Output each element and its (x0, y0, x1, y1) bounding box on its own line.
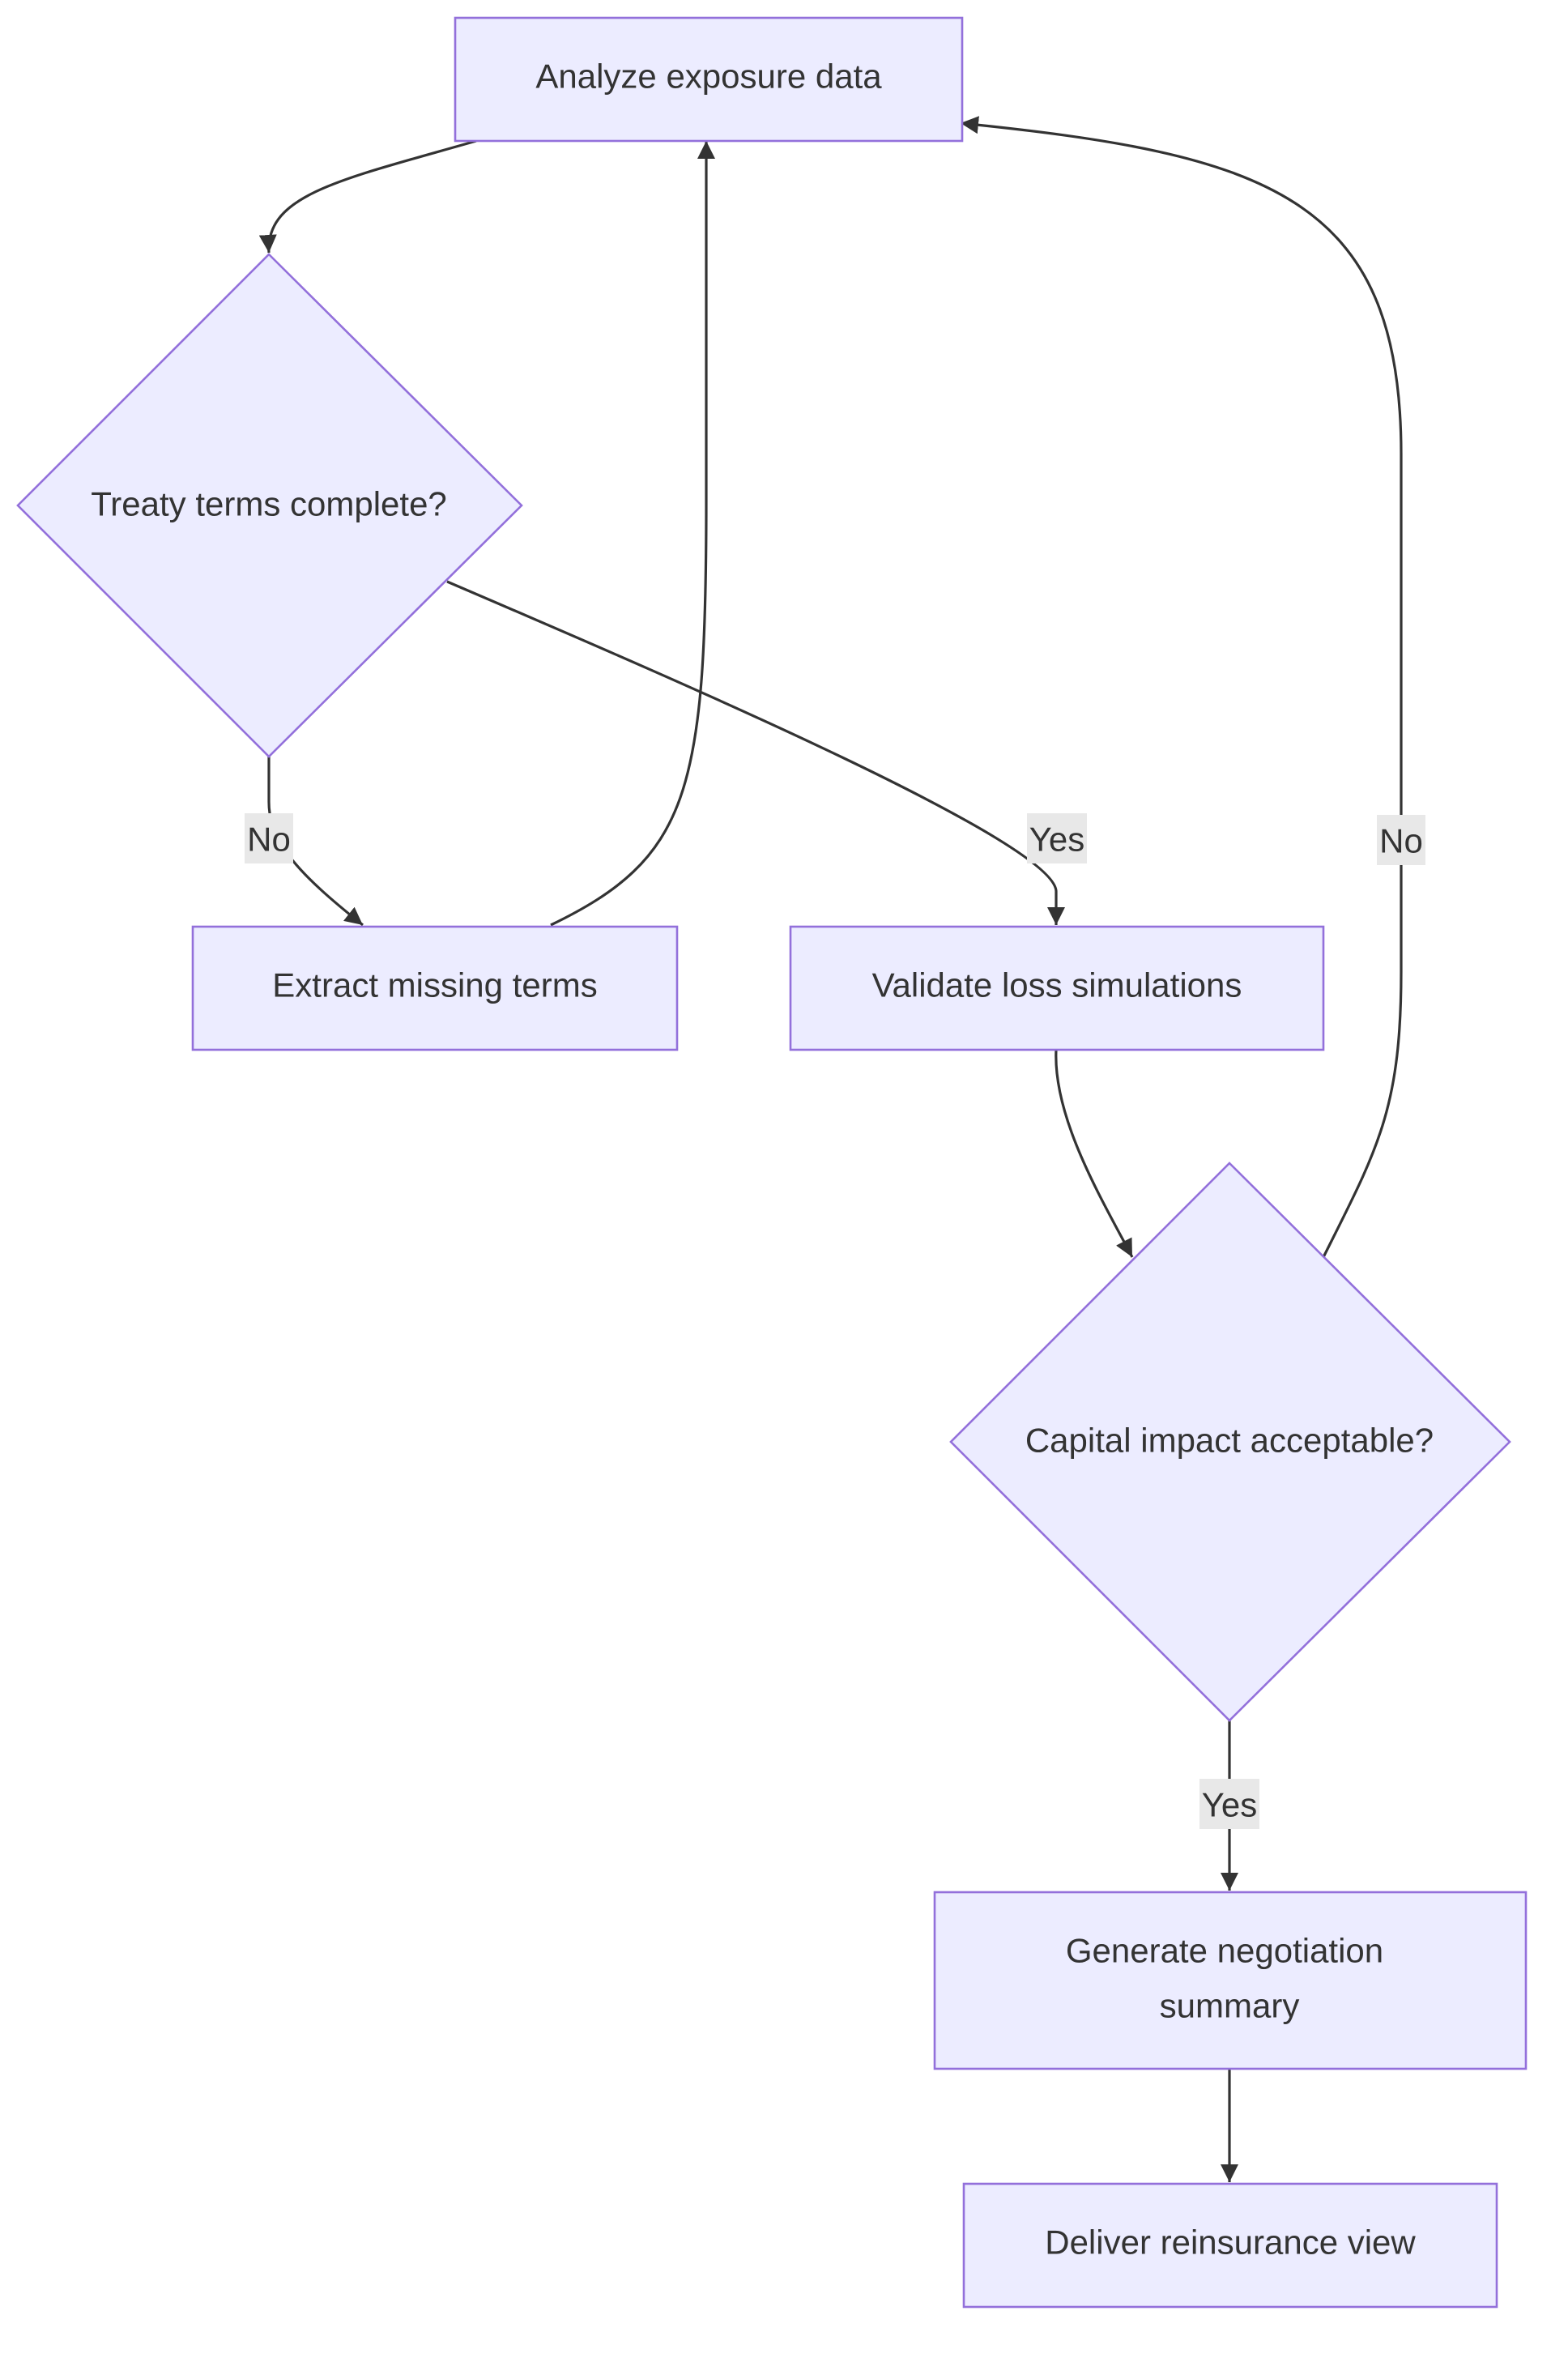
decision-capital-impact-acceptable: Capital impact acceptable? (949, 1162, 1511, 1722)
edge-treaty-yes-to-validate (446, 580, 1065, 925)
node-validate-loss-simulations-label: Validate loss simulations (872, 966, 1242, 1004)
decision-capital-impact-acceptable-label: Capital impact acceptable? (1025, 1422, 1434, 1460)
node-generate-negotiation-summary-label-line2: summary (1160, 1987, 1300, 2025)
node-generate-negotiation-summary-label-line1: Generate negotiation (1066, 1932, 1383, 1970)
edge-validate-to-capital (1055, 1049, 1134, 1258)
decision-treaty-terms-complete: Treaty terms complete? (16, 253, 523, 758)
edge-analyze-to-treaty (258, 139, 477, 254)
edge-label-treaty-yes-text: Yes (1029, 821, 1085, 859)
node-analyze-exposure-data: Analyze exposure data (454, 16, 964, 143)
edge-label-treaty-no-text: No (247, 821, 291, 859)
edge-labels: No Yes No Yes (245, 813, 1425, 1829)
edge-label-capital-yes-text: Yes (1202, 1786, 1258, 1824)
edge-label-treaty-yes: Yes (1027, 813, 1087, 863)
node-analyze-exposure-data-label: Analyze exposure data (535, 58, 882, 96)
edge-label-capital-no-text: No (1379, 822, 1423, 860)
node-generate-negotiation-summary: Generate negotiation summary (933, 1891, 1528, 2070)
node-extract-missing-terms-label: Extract missing terms (272, 966, 597, 1004)
node-deliver-reinsurance-view: Deliver reinsurance view (962, 2182, 1498, 2309)
edge-extract-to-analyze (550, 141, 715, 927)
edge-label-capital-yes: Yes (1199, 1779, 1259, 1829)
decision-treaty-terms-complete-label: Treaty terms complete? (91, 485, 447, 523)
nodes: Analyze exposure data Treaty terms compl… (16, 16, 1528, 2309)
edge-label-treaty-no: No (245, 813, 293, 863)
edge-label-capital-no: No (1377, 815, 1425, 865)
node-validate-loss-simulations: Validate loss simulations (789, 925, 1325, 1051)
node-extract-missing-terms: Extract missing terms (191, 925, 679, 1051)
edges (258, 116, 1403, 2182)
edge-capital-no-to-analyze (960, 116, 1403, 1258)
node-deliver-reinsurance-view-label: Deliver reinsurance view (1045, 2223, 1416, 2262)
